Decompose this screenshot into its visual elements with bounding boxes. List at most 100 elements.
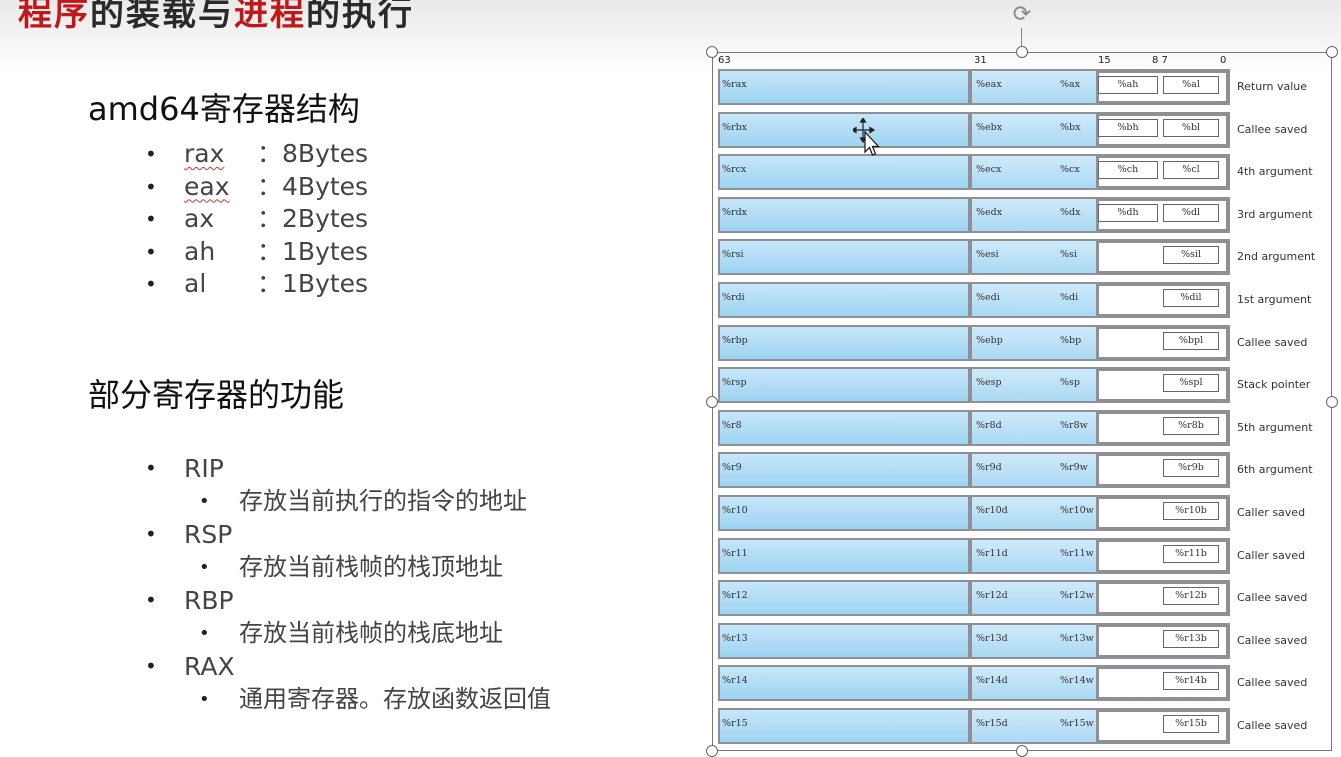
register-32bit-label: %r12d [976, 590, 1008, 602]
register-16bit-label: %bx [1060, 121, 1081, 133]
resize-handle-top-right[interactable] [1326, 46, 1338, 58]
register-bar [718, 154, 1230, 191]
register-role-label: Caller saved [1237, 548, 1306, 562]
list-item: al：1Bytes [145, 268, 368, 301]
register-bar [718, 282, 1230, 318]
register-32bit-label: %ebx [976, 121, 1003, 133]
rotate-handle-line [1021, 28, 1022, 46]
register-low-byte-label: %r11b [1175, 547, 1207, 559]
register-low-byte-label: %r15b [1175, 718, 1207, 729]
register-64bit-label: %rcx [722, 164, 747, 176]
register-16bit-label: %dx [1060, 206, 1081, 218]
register-64bit-segment [720, 284, 970, 316]
register-role-label: 5th argument [1237, 420, 1313, 434]
register-name: al [184, 269, 207, 298]
register-16bit-label: %cx [1060, 164, 1080, 176]
resize-handle-bottom[interactable] [1016, 745, 1028, 757]
register-32bit-segment [972, 241, 1096, 274]
register-32bit-segment [972, 326, 1096, 359]
register-64bit-segment [720, 454, 970, 487]
register-name: rax [184, 139, 225, 168]
register-low-byte-label: %spl [1179, 377, 1203, 389]
register-bar [718, 324, 1230, 361]
register-64bit-label: %r10 [722, 505, 748, 516]
register-32bit-label: %r14d [976, 675, 1008, 687]
title-band [0, 0, 1341, 75]
register-size: 1Bytes [282, 269, 369, 298]
register-32bit-label: %r8d [976, 419, 1002, 431]
resize-handle-top-left[interactable] [706, 46, 718, 58]
register-16bit-label: %si [1060, 249, 1077, 261]
register-function-list: RIP 存放当前执行的指令的地址 RSP 存放当前栈帧的栈顶地址 RBP 存放当… [145, 452, 551, 716]
register-32bit-label: %esp [976, 377, 1002, 389]
resize-handle-top[interactable] [1016, 46, 1028, 58]
register-64bit-label: %rbx [722, 121, 748, 133]
register-high-byte: %ah [1098, 76, 1158, 94]
resize-handle-right[interactable] [1326, 396, 1338, 408]
register-low-byte: %dil [1163, 289, 1219, 307]
resize-handle-bottom-left[interactable] [706, 745, 718, 757]
register-role-label: Stack pointer [1237, 378, 1311, 392]
register-32bit-segment [972, 582, 1096, 615]
register-role-label: 3rd argument [1237, 207, 1313, 221]
register-role-label: Callee saved [1237, 122, 1308, 136]
bit-label: 0 [1220, 55, 1227, 66]
register-role-label: Callee saved [1237, 633, 1308, 647]
register-low-byte-label: %r12b [1175, 590, 1207, 602]
register-64bit-label: %rsp [722, 377, 747, 389]
register-32bit-label: %esi [976, 249, 999, 261]
register-32bit-segment [972, 369, 1096, 402]
register-bar [718, 622, 1230, 659]
register-role-label: 2nd argument [1237, 250, 1316, 264]
register-low-byte: %r10b [1163, 502, 1219, 520]
register-role-label: 6th argument [1237, 463, 1313, 477]
register-role-label: Caller saved [1237, 506, 1306, 519]
register-64bit-label: %r15 [722, 718, 748, 729]
register-64bit-segment [720, 113, 970, 146]
title-part-1: 程序 [18, 0, 90, 34]
register-high-byte: %ch [1098, 161, 1158, 180]
register-bar [718, 409, 1230, 446]
register-16bit-segment [1097, 582, 1228, 615]
register-high-byte-label: %ch [1117, 164, 1139, 176]
register-64bit-label: %rax [722, 79, 747, 90]
register-32bit-label: %edi [976, 292, 1000, 303]
register-size: 2Bytes [282, 204, 369, 233]
bit-label: 63 [718, 55, 731, 66]
register-32bit-label: %edx [976, 206, 1003, 218]
register-64bit-label: %rbp [722, 334, 748, 346]
register-64bit-segment [720, 411, 970, 444]
register-32bit-label: %eax [976, 79, 1002, 90]
register-size-list: rax：8Bytes eax：4Bytes ax：2Bytes ah：1Byte… [145, 138, 368, 301]
register-low-byte: %r12b [1163, 587, 1219, 606]
list-item: RSP [145, 518, 551, 551]
register-low-byte: %r8b [1163, 416, 1219, 435]
register-16bit-label: %sp [1060, 377, 1080, 389]
register-role-label: Callee saved [1237, 335, 1308, 349]
register-32bit-label: %r11d [976, 547, 1008, 559]
register-32bit-label: %r9d [976, 462, 1002, 474]
register-low-byte: %spl [1163, 374, 1219, 393]
bit-label: 8 7 [1152, 55, 1168, 66]
section-heading-functions: 部分寄存器的功能 [88, 376, 345, 414]
register-32bit-segment [972, 497, 1096, 529]
register-bar [718, 537, 1230, 574]
register-32bit-segment [972, 539, 1096, 572]
rotate-handle-icon[interactable]: ⟳ [1012, 2, 1032, 27]
register-size: 8Bytes [282, 139, 369, 168]
register-32bit-segment [972, 113, 1096, 146]
register-16bit-label: %r10w [1060, 505, 1094, 516]
separator: ： [257, 171, 283, 201]
register-32bit-segment [972, 71, 1096, 103]
register-16bit-label: %r9w [1060, 462, 1088, 474]
resize-handle-left[interactable] [706, 396, 718, 408]
register-role-label: Return value [1237, 80, 1308, 93]
bit-label: 31 [974, 55, 987, 66]
